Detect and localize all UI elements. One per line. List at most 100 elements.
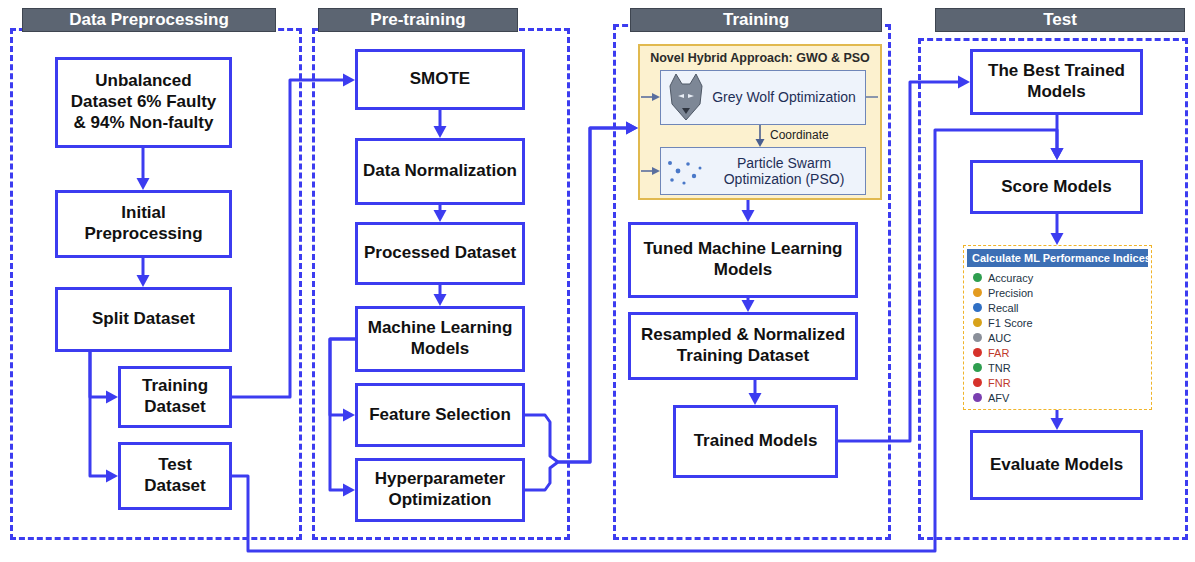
metric-name: FNR <box>988 377 1011 389</box>
arrow-head <box>1051 148 1064 160</box>
metric-name: Accuracy <box>988 272 1033 284</box>
stage-panel: TrainingNovel Hybrid Approach: GWO & PSO… <box>613 8 891 542</box>
connector-line <box>747 200 750 213</box>
box-label: Score Models <box>1001 177 1112 198</box>
connector-line <box>232 80 346 397</box>
process-box: Evaluate Models <box>970 430 1143 500</box>
arrow-head <box>756 139 765 147</box>
box-label: Split Dataset <box>92 309 195 330</box>
box-label: Hyperparameter Optimization <box>363 469 517 510</box>
arrow-head <box>1051 148 1064 160</box>
particle <box>676 169 681 174</box>
process-box: Machine Learning Models <box>355 306 525 372</box>
process-box: Training Dataset <box>118 366 232 428</box>
metric-icon <box>973 333 982 342</box>
wolf-eye <box>678 94 684 98</box>
arrow-head <box>626 122 638 135</box>
wolf-nose <box>682 108 690 114</box>
box-label: Tuned Machine Learning Models <box>636 239 850 280</box>
metrics-card: Calculate ML Performance IndicesAccuracy… <box>963 245 1152 410</box>
metric-row: F1 Score <box>967 315 1148 330</box>
arrow-head <box>749 393 762 405</box>
connector-line <box>330 339 355 415</box>
wolf-icon <box>670 74 702 120</box>
box-label: Machine Learning Models <box>363 318 517 359</box>
process-box: Unbalanced Dataset 6% Faulty & 94% Non-f… <box>55 57 232 148</box>
metric-name: AUC <box>988 332 1011 344</box>
flow-connector <box>1051 115 1064 160</box>
hybrid-box: Novel Hybrid Approach: GWO & PSO Grey Wol… <box>638 44 882 200</box>
connector-line <box>90 352 109 476</box>
metric-row: TNR <box>967 360 1148 375</box>
box-label: SMOTE <box>410 69 470 90</box>
panel-title: Data Preprocessing <box>69 10 229 30</box>
flow-connector <box>1051 214 1064 245</box>
box-label: Unbalanced Dataset 6% Faulty & 94% Non-f… <box>63 71 224 133</box>
metric-name: TNR <box>988 362 1011 374</box>
metric-icon <box>973 378 982 387</box>
connector-line <box>838 82 961 441</box>
box-label: Evaluate Models <box>990 455 1123 476</box>
arrow-head <box>343 484 355 497</box>
box-label: Feature Selection <box>369 405 511 426</box>
connector-line <box>90 352 109 397</box>
flow-connector <box>838 76 970 442</box>
wolf-eye <box>688 94 694 98</box>
wolf-head <box>670 74 702 120</box>
box-label: Particle Swarm Optimization (PSO) <box>709 155 859 187</box>
arrow-head <box>106 470 118 483</box>
connector-line <box>232 130 1057 551</box>
arrow-head <box>106 391 118 404</box>
metric-name: Recall <box>988 302 1019 314</box>
optimizer-box: Grey Wolf Optimization <box>660 70 866 125</box>
connector-line <box>1056 410 1059 421</box>
arrow-head <box>1051 233 1064 245</box>
connector-line <box>439 285 442 297</box>
process-box: Tuned Machine Learning Models <box>628 222 858 298</box>
panel-title: Pre-training <box>370 10 465 30</box>
connector-line <box>747 298 750 306</box>
arrow-head <box>1051 418 1064 430</box>
box-label: Data Normalization <box>363 161 517 182</box>
process-box: Test Dataset <box>118 442 232 510</box>
connector-line <box>439 205 442 215</box>
metrics-header: Calculate ML Performance Indices <box>967 249 1148 267</box>
box-label: Initial Preprocessing <box>63 203 224 244</box>
connector-line <box>1056 214 1059 236</box>
optimizer-box: Particle Swarm Optimization (PSO) <box>660 147 866 195</box>
particle <box>686 162 690 166</box>
particle <box>692 174 696 178</box>
box-label: Test Dataset <box>126 455 224 496</box>
metric-name: AFV <box>988 392 1009 404</box>
particle <box>682 181 685 184</box>
flow-connector <box>742 200 755 222</box>
metric-row: FAR <box>967 345 1148 360</box>
small-arrow-head <box>652 167 660 175</box>
metric-icon <box>973 288 982 297</box>
arrow-head <box>137 178 150 190</box>
hybrid-title: Novel Hybrid Approach: GWO & PSO <box>640 46 880 65</box>
flow-connector <box>434 205 447 222</box>
process-box: Data Normalization <box>355 138 525 205</box>
process-box: Trained Models <box>673 405 838 478</box>
particle <box>670 178 674 182</box>
metric-icon <box>973 303 982 312</box>
arrow-head <box>343 409 355 422</box>
flow-connector <box>232 74 355 398</box>
metric-row: AFV <box>967 390 1148 405</box>
flow-connector <box>90 352 118 404</box>
metric-icon <box>973 393 982 402</box>
arrow-head <box>958 76 970 89</box>
process-box: Split Dataset <box>55 287 232 352</box>
box-label: The Best Trained Models <box>978 61 1135 102</box>
connector-line <box>1056 115 1059 151</box>
process-box: Score Models <box>970 160 1143 214</box>
flow-connector <box>434 110 447 138</box>
flow-connector <box>749 380 762 405</box>
metric-name: FAR <box>988 347 1009 359</box>
flow-connector <box>434 285 447 306</box>
flow-connector <box>1051 410 1064 430</box>
metric-icon <box>973 318 982 327</box>
inner-arrows <box>641 93 878 175</box>
